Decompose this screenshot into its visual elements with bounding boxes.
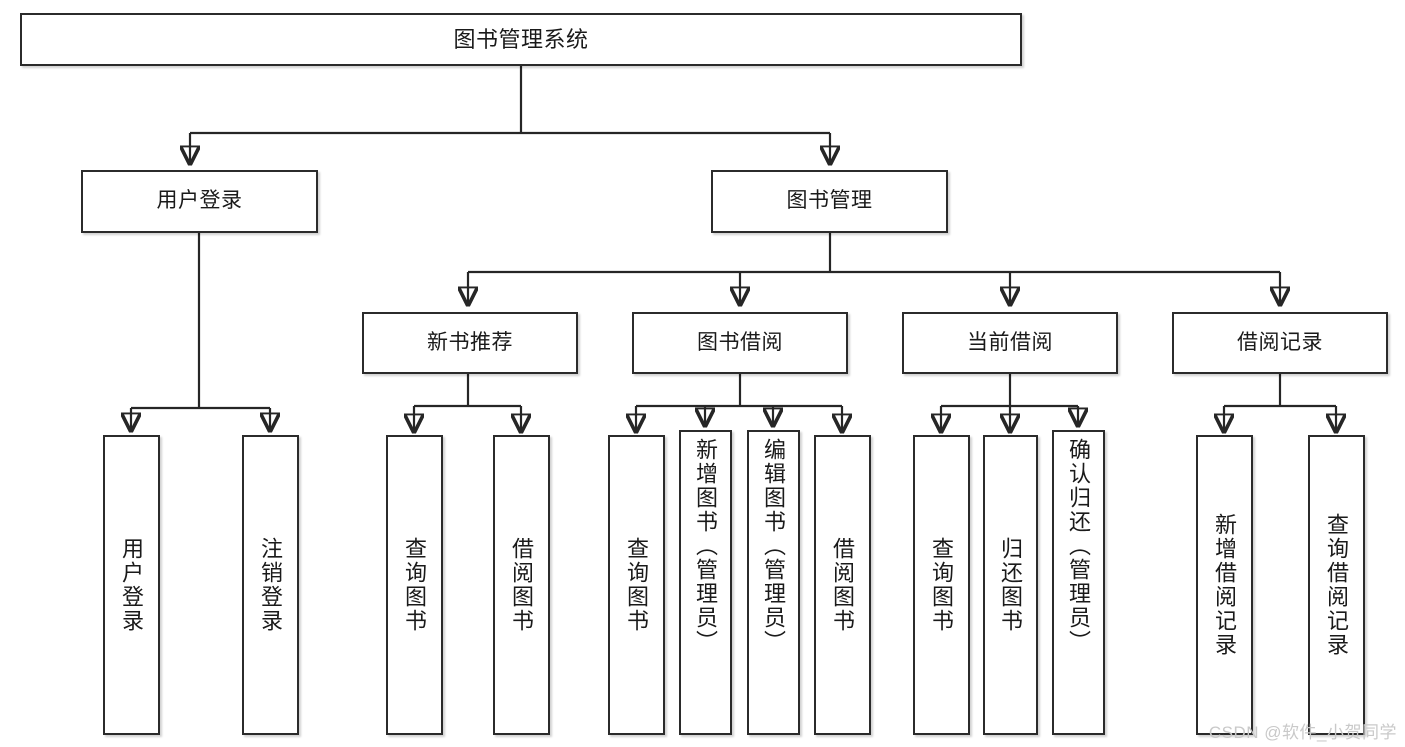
node-leaf-borrow-book-1[interactable]: 借阅图书 — [493, 435, 550, 735]
node-book-manage[interactable]: 图书管理 — [711, 170, 948, 233]
watermark-text: CSDN @软件_小贺同学 — [1208, 723, 1397, 742]
node-leaf-confirm-return-label: 确认归还（管理员） — [1066, 438, 1092, 654]
node-current-borrow-label: 当前借阅 — [967, 330, 1053, 354]
node-book-borrow-label: 图书借阅 — [697, 330, 783, 354]
node-leaf-query-record[interactable]: 查询借阅记录 — [1308, 435, 1365, 735]
node-leaf-add-record-label: 新增借阅记录 — [1212, 513, 1238, 657]
node-book-borrow[interactable]: 图书借阅 — [632, 312, 848, 374]
node-leaf-query-book-2-label: 查询图书 — [624, 537, 650, 633]
node-leaf-query-book-1-label: 查询图书 — [402, 537, 428, 633]
node-borrow-record-label: 借阅记录 — [1237, 330, 1323, 354]
node-leaf-return-book[interactable]: 归还图书 — [983, 435, 1038, 735]
node-leaf-borrow-book-2-label: 借阅图书 — [830, 537, 856, 633]
node-leaf-user-login-label: 用户登录 — [119, 537, 145, 633]
node-root[interactable]: 图书管理系统 — [20, 13, 1022, 66]
node-leaf-user-login[interactable]: 用户登录 — [103, 435, 160, 735]
node-leaf-query-record-label: 查询借阅记录 — [1324, 513, 1350, 657]
node-leaf-add-book[interactable]: 新增图书（管理员） — [679, 430, 732, 735]
node-leaf-query-book-2[interactable]: 查询图书 — [608, 435, 665, 735]
node-leaf-edit-book[interactable]: 编辑图书（管理员） — [747, 430, 800, 735]
node-leaf-edit-book-label: 编辑图书（管理员） — [761, 438, 787, 654]
node-leaf-return-book-label: 归还图书 — [998, 537, 1024, 633]
node-leaf-borrow-book-2[interactable]: 借阅图书 — [814, 435, 871, 735]
node-borrow-record[interactable]: 借阅记录 — [1172, 312, 1388, 374]
node-leaf-borrow-book-1-label: 借阅图书 — [509, 537, 535, 633]
node-leaf-query-book-3-label: 查询图书 — [929, 537, 955, 633]
node-leaf-logout-login[interactable]: 注销登录 — [242, 435, 299, 735]
node-leaf-query-book-1[interactable]: 查询图书 — [386, 435, 443, 735]
node-leaf-query-book-3[interactable]: 查询图书 — [913, 435, 970, 735]
node-user-login-label: 用户登录 — [156, 189, 243, 213]
node-leaf-add-record[interactable]: 新增借阅记录 — [1196, 435, 1253, 735]
node-new-book-recommend[interactable]: 新书推荐 — [362, 312, 578, 374]
node-book-manage-label: 图书管理 — [786, 189, 873, 213]
node-leaf-confirm-return[interactable]: 确认归还（管理员） — [1052, 430, 1105, 735]
node-root-label: 图书管理系统 — [453, 26, 589, 52]
node-leaf-add-book-label: 新增图书（管理员） — [693, 438, 719, 654]
node-new-book-recommend-label: 新书推荐 — [427, 330, 513, 354]
node-current-borrow[interactable]: 当前借阅 — [902, 312, 1118, 374]
node-user-login[interactable]: 用户登录 — [81, 170, 318, 233]
node-leaf-logout-login-label: 注销登录 — [258, 537, 284, 633]
